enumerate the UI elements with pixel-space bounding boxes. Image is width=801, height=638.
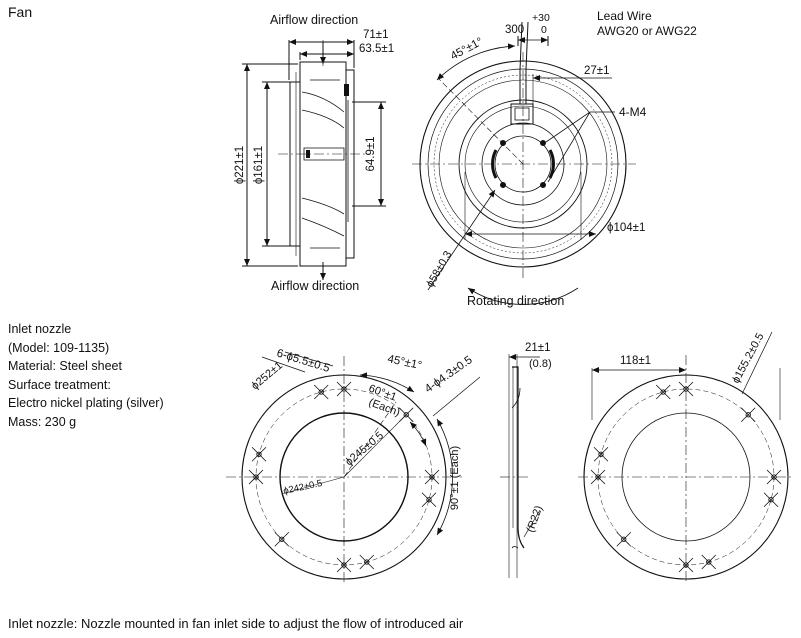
mounting-hole — [655, 384, 671, 400]
dim-21: 21±1 — [525, 342, 551, 354]
mounting-hole — [766, 469, 782, 485]
dim-d161: ϕ161±1 — [253, 146, 265, 184]
mounting-hole — [336, 381, 352, 397]
dim-d221: ϕ221±1 — [234, 146, 246, 184]
nozzle-info-line: Inlet nozzle — [8, 322, 72, 336]
mounting-hole — [701, 554, 717, 570]
dim-27: 27±1 — [584, 65, 610, 77]
nozzle-info: Inlet nozzle (Model: 109-1135) Material: S… — [8, 320, 164, 431]
back-mounting-holes — [590, 381, 782, 573]
fan-side-view — [242, 39, 386, 280]
nozzle-info-line: Mass: 230 g — [8, 414, 77, 429]
holes-4-m4: 4-M4 — [619, 105, 647, 119]
lead-wire-spec: AWG20 or AWG22 — [597, 24, 697, 38]
nozzle-info-line: Surface treatment: — [8, 377, 111, 392]
nozzle-back-view — [578, 331, 792, 582]
mounting-hole — [336, 557, 352, 573]
mounting-hole — [313, 384, 329, 400]
lead-tolerance-plus: +30 — [532, 12, 550, 24]
mounting-hole — [248, 469, 264, 485]
section-title: Fan — [8, 4, 33, 20]
mounting-hole — [251, 446, 267, 462]
mounting-hole — [421, 492, 437, 508]
holes-4-d4-3: 4-ϕ4.3±0.5 — [423, 354, 475, 395]
airflow-direction-top: Airflow direction — [270, 13, 358, 27]
mounting-hole — [424, 469, 440, 485]
mounting-hole — [398, 407, 414, 423]
dim-d252: ϕ252±1 — [249, 360, 285, 393]
footer-note: Inlet nozzle: Nozzle mounted in fan inle… — [8, 616, 464, 631]
dim-d242: ϕ242±0.5 — [282, 478, 323, 497]
nozzle-mounting-holes — [248, 381, 440, 573]
mounting-hole — [616, 531, 632, 547]
dim-d104: ϕ104±1 — [607, 222, 645, 234]
lead-tolerance-zero: 0 — [541, 24, 547, 36]
dim-0-8: (0.8) — [529, 358, 552, 370]
mounting-hole — [593, 446, 609, 462]
nozzle-info-line: Material: Steel sheet — [8, 359, 122, 373]
radius-r22: (R22) — [525, 504, 546, 534]
rotating-direction: Rotating direction — [467, 294, 564, 308]
dim-118: 118±1 — [620, 355, 651, 367]
mounting-hole — [274, 531, 290, 547]
mounting-hole — [678, 557, 694, 573]
mounting-hole — [590, 469, 606, 485]
nozzle-angle-90: 90°±1 (Each) — [449, 446, 461, 510]
holes-6-d5-5: 6-ϕ5.5±0.5 — [275, 347, 331, 375]
mounting-hole — [740, 407, 756, 423]
nozzle-info-line: Electro nickel plating (silver) — [8, 396, 164, 410]
dim-d245: ϕ245±0.5 — [343, 430, 386, 469]
dim-d58: ϕ58±0.3 — [424, 249, 454, 289]
dim-d155: ϕ155.2±0.5 — [730, 331, 766, 385]
fan-front-view — [412, 21, 636, 305]
dim-63-5: 63.5±1 — [359, 43, 394, 55]
nozzle-angle-45: 45°±1° — [386, 353, 422, 372]
mounting-hole — [359, 554, 375, 570]
lead-length-300: 300 — [505, 24, 524, 36]
airflow-direction-bottom: Airflow direction — [271, 279, 359, 293]
dim-71: 71±1 — [363, 29, 389, 41]
nozzle-side-view — [500, 354, 541, 578]
dim-64-9: 64.9±1 — [365, 136, 377, 171]
mounting-hole — [763, 492, 779, 508]
nozzle-info-line: (Model: 109-1135) — [8, 340, 110, 355]
lead-wire-title: Lead Wire — [597, 9, 652, 23]
mounting-hole — [678, 381, 694, 397]
